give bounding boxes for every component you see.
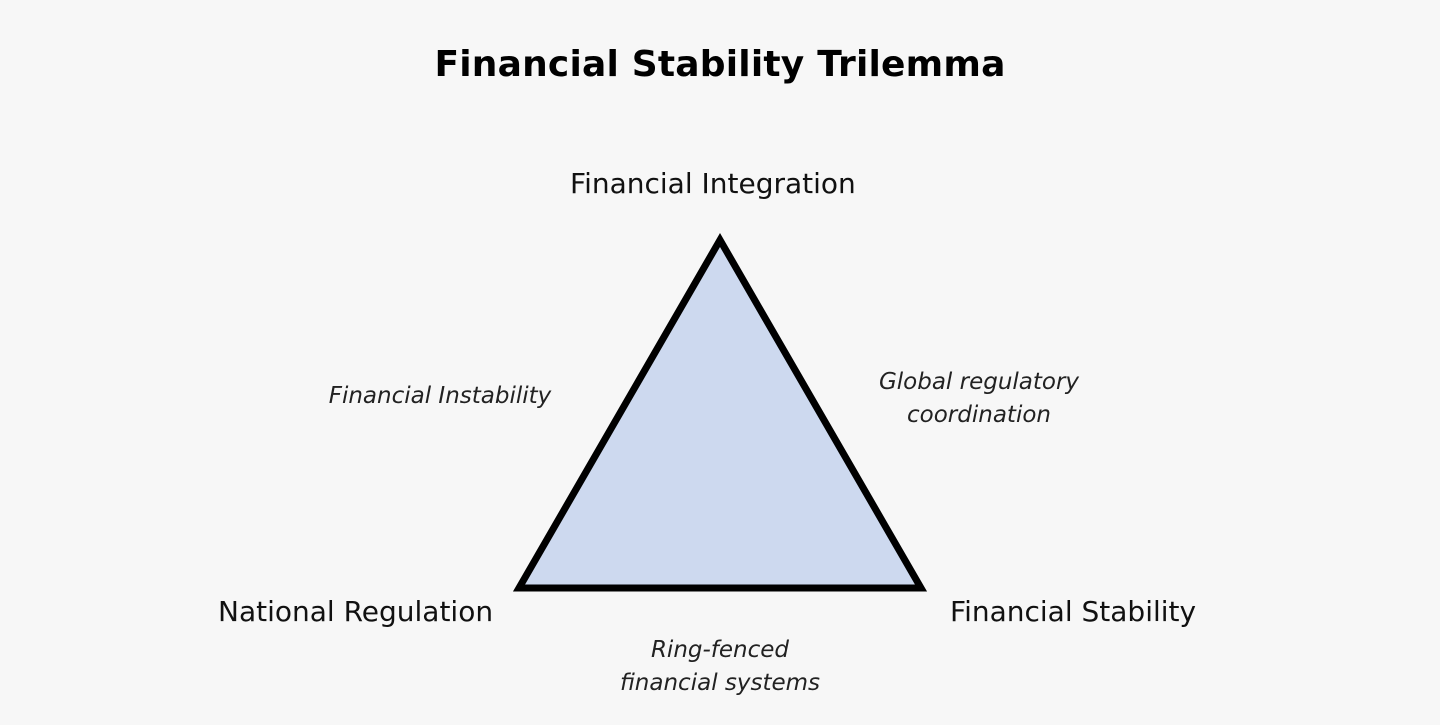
vertex-label-bottom-left: National Regulation <box>218 595 494 628</box>
edge-label-left-line: Financial Instability <box>328 383 552 409</box>
edge-label-right-line: Global regulatory <box>878 369 1080 395</box>
edge-label-bottom-line: Ring-fenced <box>650 637 790 663</box>
triangle-shape <box>512 233 928 592</box>
page-title: Financial Stability Trilemma <box>434 44 1006 85</box>
edge-label-right: Global regulatory coordination <box>859 366 1099 432</box>
vertex-label-bottom-right: Financial Stability <box>950 595 1197 628</box>
edge-label-bottom-line: financial systems <box>619 670 821 696</box>
edge-label-bottom: Ring-fenced financial systems <box>600 634 840 700</box>
edge-label-right-line: coordination <box>907 402 1051 428</box>
vertex-label-top: Financial Integration <box>570 167 856 200</box>
edge-label-left: Financial Instability <box>320 380 560 413</box>
